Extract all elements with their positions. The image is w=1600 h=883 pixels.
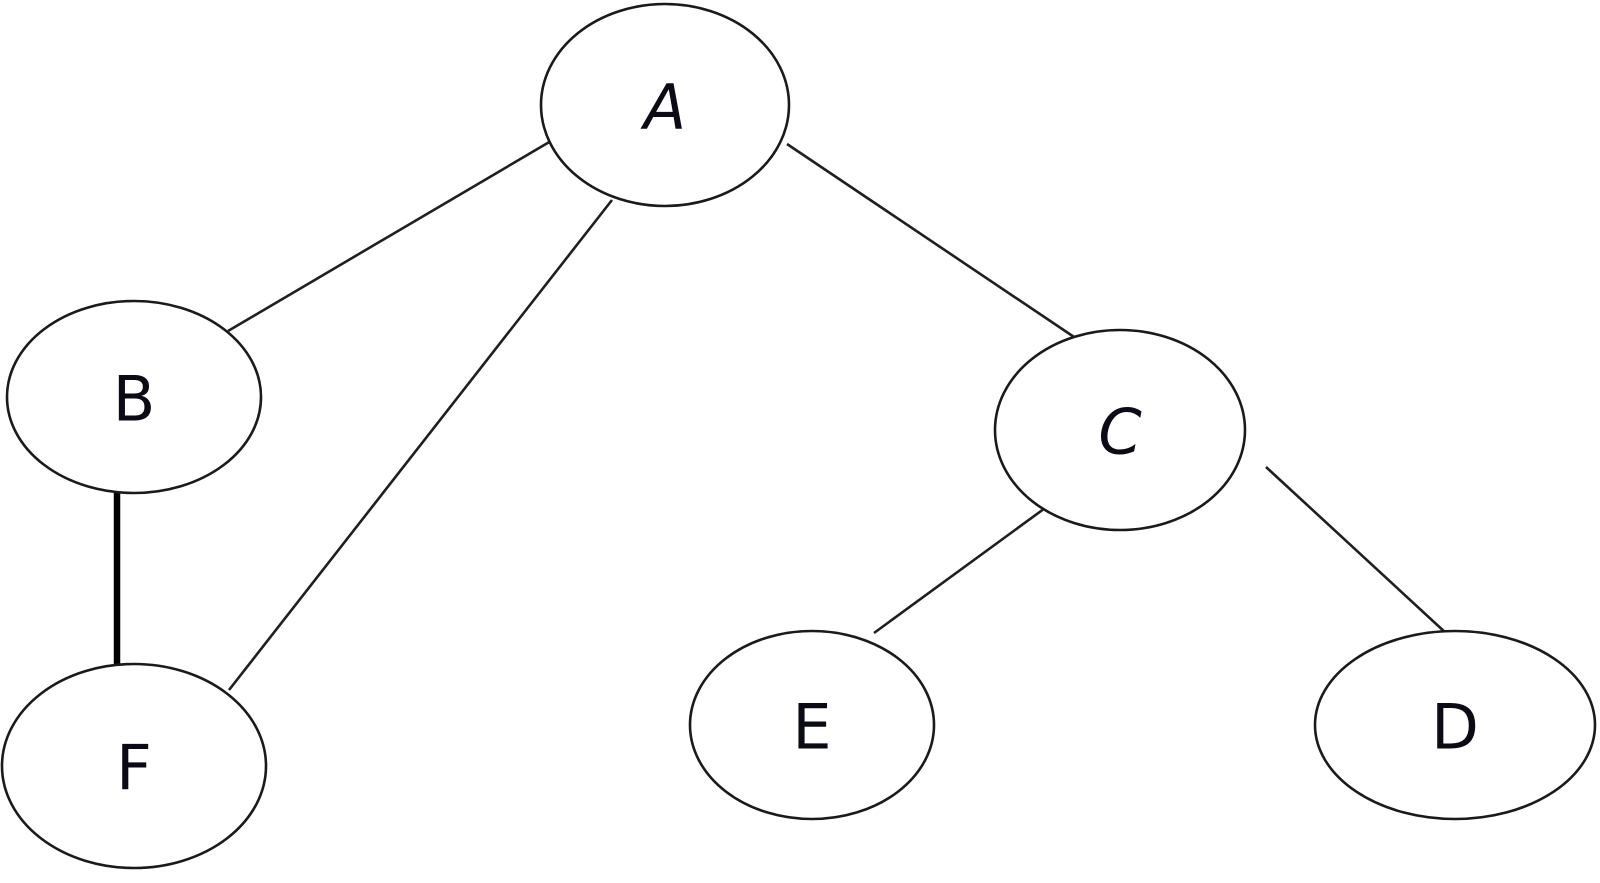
graph-edge-a-b	[227, 139, 552, 333]
graph-node-b[interactable]: B	[5, 299, 263, 495]
node-ellipse-a[interactable]	[539, 2, 791, 208]
graph-edge-c-e	[873, 501, 1053, 635]
node-label-a: A	[640, 71, 686, 144]
graph-node-f[interactable]: F	[0, 662, 268, 870]
graph-edge-a-c	[786, 142, 1081, 343]
node-ellipse-c[interactable]	[993, 328, 1247, 532]
node-label-e: E	[792, 691, 831, 764]
graph-node-e[interactable]: E	[688, 629, 936, 821]
graph-edge-c-d	[1265, 466, 1448, 635]
edges-layer	[113, 139, 1448, 691]
node-label-b: B	[113, 363, 156, 436]
node-label-c: C	[1098, 396, 1142, 469]
graph-node-c[interactable]: C	[993, 328, 1247, 532]
graph-edge-a-f	[227, 199, 614, 691]
node-label-d: D	[1431, 691, 1479, 764]
graph-node-d[interactable]: D	[1313, 629, 1597, 821]
node-label-f: F	[116, 732, 152, 805]
node-ellipse-d[interactable]	[1313, 629, 1597, 821]
graph-node-a[interactable]: A	[539, 2, 791, 208]
node-ellipse-e[interactable]	[688, 629, 936, 821]
node-ellipse-b[interactable]	[5, 299, 263, 495]
node-ellipse-f[interactable]	[0, 662, 268, 870]
